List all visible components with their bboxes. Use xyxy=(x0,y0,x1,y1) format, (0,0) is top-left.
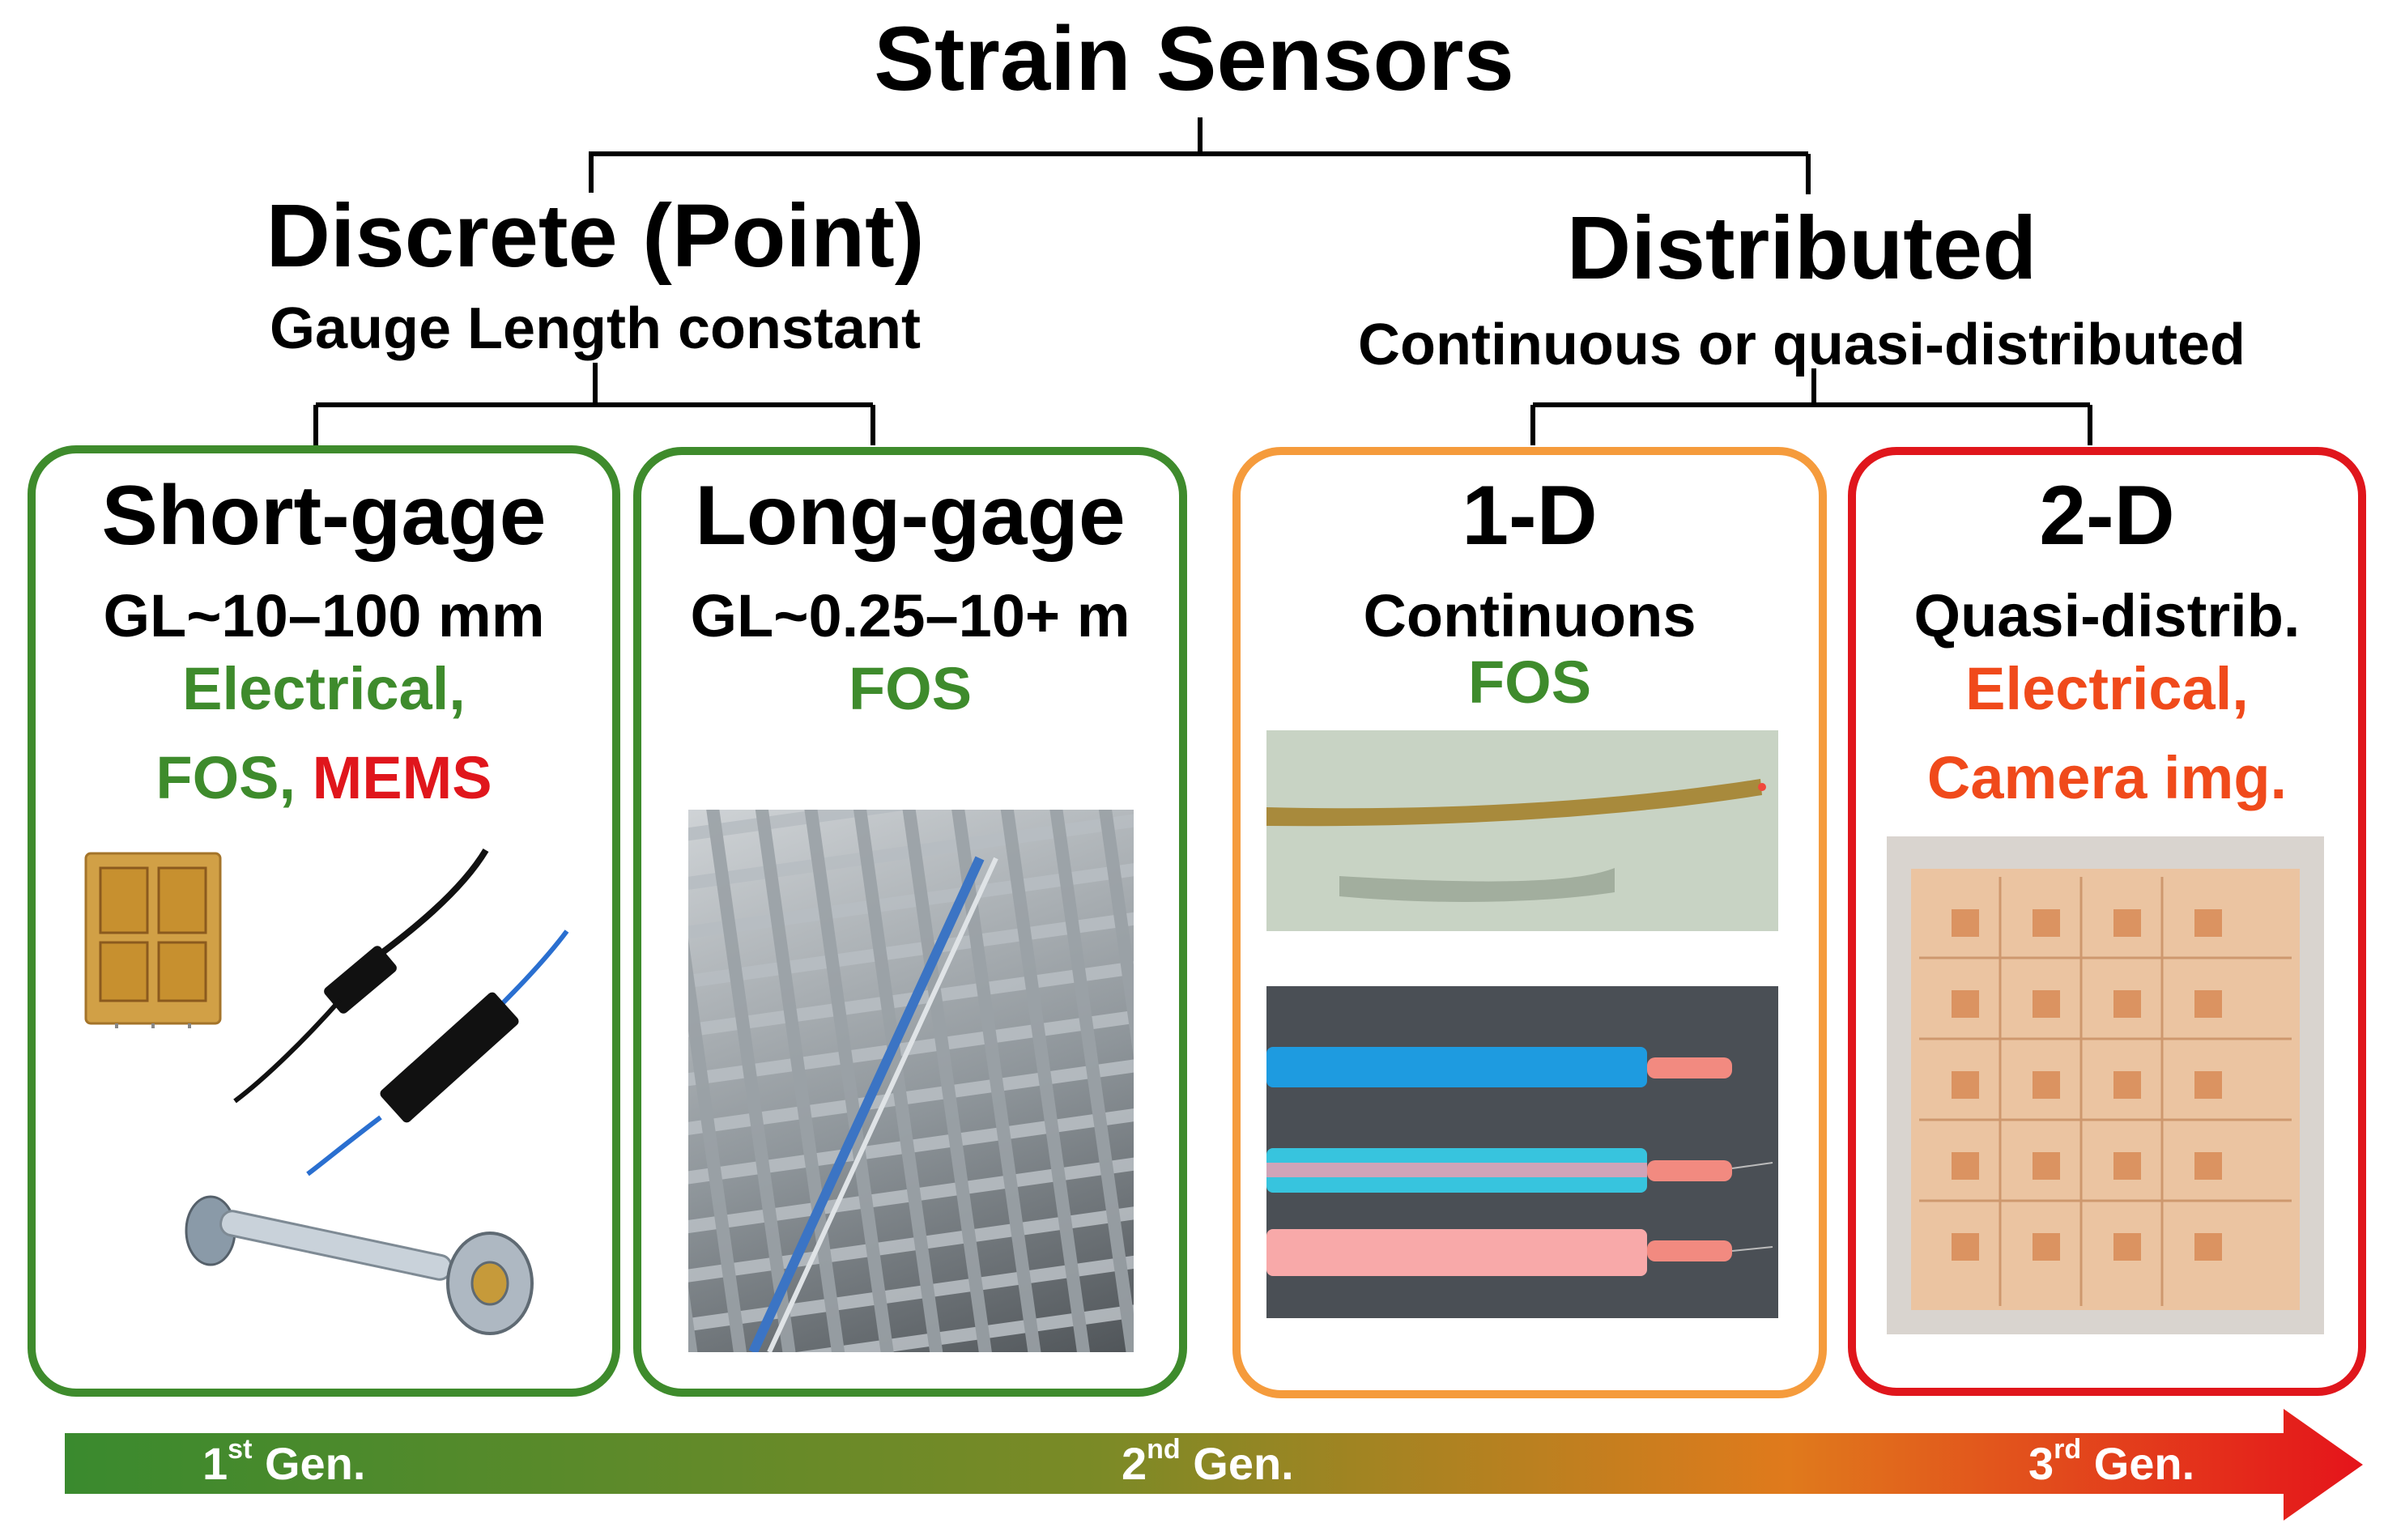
short-gage-title: Short-gage xyxy=(101,469,547,563)
tech-fos: FOS, xyxy=(155,744,313,811)
rebar-mesh-photo xyxy=(688,810,1134,1352)
mems-extensometer-photo xyxy=(170,1190,543,1352)
one-d-spec: Continuons xyxy=(1363,582,1696,649)
tech-mems: MEMS xyxy=(312,744,492,811)
two-d-spec: Quasi-distrib. xyxy=(1913,582,2301,649)
category-discrete-label: Discrete (Point) xyxy=(266,186,925,286)
diagram-title: Strain Sensors xyxy=(874,8,1514,109)
gen-3-label: 3rd Gen. xyxy=(2028,1434,2195,1489)
strain-gauge-photo xyxy=(84,852,222,1030)
category-distributed-description: Continuous or quasi-distributed xyxy=(1358,313,2245,377)
fiber-cables-photo xyxy=(1266,986,1778,1318)
long-gage-spec: GL~0.25–10+ m xyxy=(690,582,1130,649)
long-gage-tech: FOS xyxy=(848,655,973,722)
fos-sensor-photo xyxy=(219,842,575,1182)
short-gage-tech-line2: FOS, MEMS xyxy=(28,743,620,812)
two-d-tech-line1: Electrical, xyxy=(1965,655,2249,722)
long-gage-title: Long-gage xyxy=(695,469,1126,563)
one-d-title: 1-D xyxy=(1462,469,1598,563)
short-gage-spec: GL~10–100 mm xyxy=(103,582,545,649)
category-discrete-description: Gauge Length constant xyxy=(269,296,922,361)
two-d-title: 2-D xyxy=(2039,469,2175,563)
sensor-sheet-photo xyxy=(1887,836,2324,1334)
gen-1-label: 1st Gen. xyxy=(202,1434,366,1489)
gen-2-label: 2nd Gen. xyxy=(1122,1434,1294,1489)
generation-arrow xyxy=(65,1409,2363,1521)
category-distributed-label: Distributed xyxy=(1566,198,2037,298)
fiber-tape-photo xyxy=(1266,730,1778,931)
two-d-tech-line2: Camera img. xyxy=(1926,744,2288,811)
one-d-tech: FOS xyxy=(1467,649,1592,716)
short-gage-tech-line1: Electrical, xyxy=(182,655,466,722)
